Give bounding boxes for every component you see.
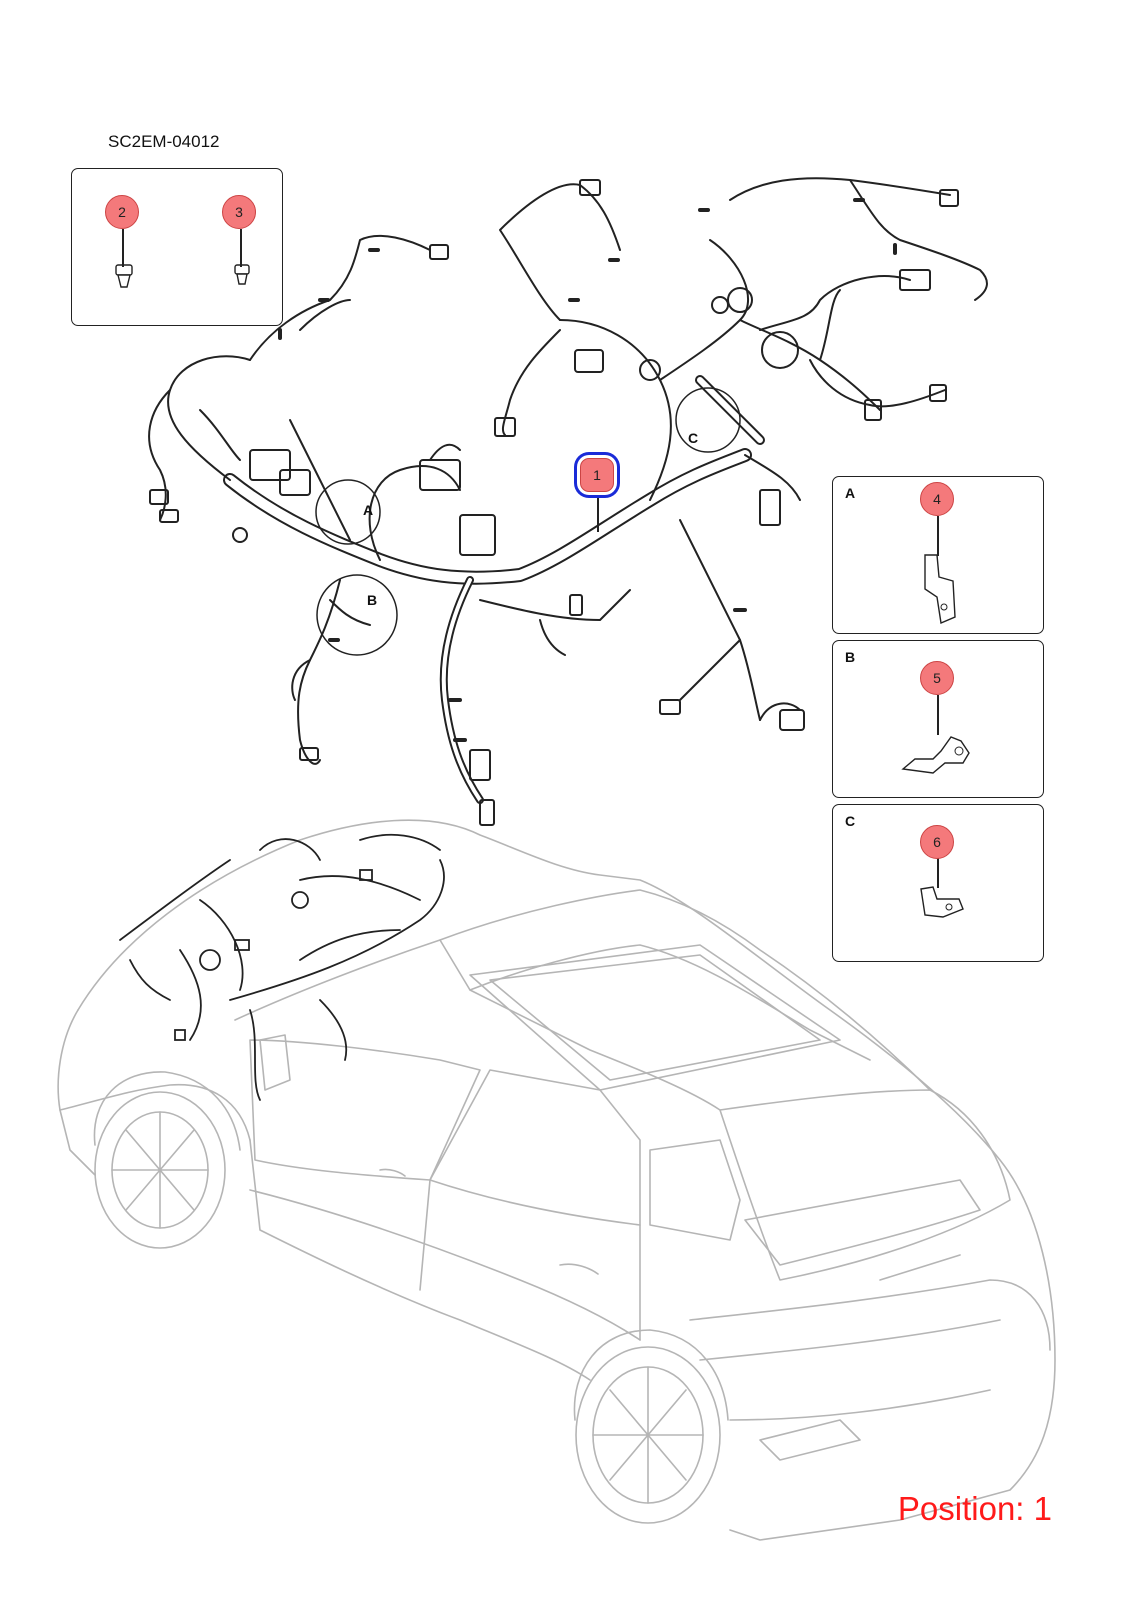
callout-5[interactable]: 5 <box>920 661 954 695</box>
callout-3[interactable]: 3 <box>222 195 256 229</box>
callout-2[interactable]: 2 <box>105 195 139 229</box>
detail-circle-b <box>316 574 398 656</box>
diagram-code: SC2EM-04012 <box>108 132 220 151</box>
detail-circle-a <box>315 479 381 545</box>
vehicle-outline <box>57 819 1056 1541</box>
bracket-a-drawing <box>924 554 956 624</box>
callout-6[interactable]: 6 <box>920 825 954 859</box>
detail-circles <box>315 387 741 656</box>
inset-label-a: A <box>845 485 856 501</box>
fastener-inset <box>71 168 283 326</box>
harness-on-vehicle <box>119 833 445 1101</box>
callout-1[interactable]: 1 <box>580 458 614 492</box>
bracket-b-drawing <box>901 736 970 774</box>
detail-label-b: B <box>367 592 377 608</box>
inset-label-b: B <box>845 649 856 665</box>
fastener-drawings <box>115 264 250 288</box>
harness-assembly <box>148 177 988 826</box>
detail-circle-c <box>675 387 741 453</box>
inset-label-c: C <box>845 813 856 829</box>
position-label: Position: 1 <box>897 1490 1052 1527</box>
bracket-c-drawing <box>920 886 964 918</box>
detail-label-a: A <box>363 502 373 518</box>
callout-4[interactable]: 4 <box>920 482 954 516</box>
detail-label-c: C <box>688 430 698 446</box>
